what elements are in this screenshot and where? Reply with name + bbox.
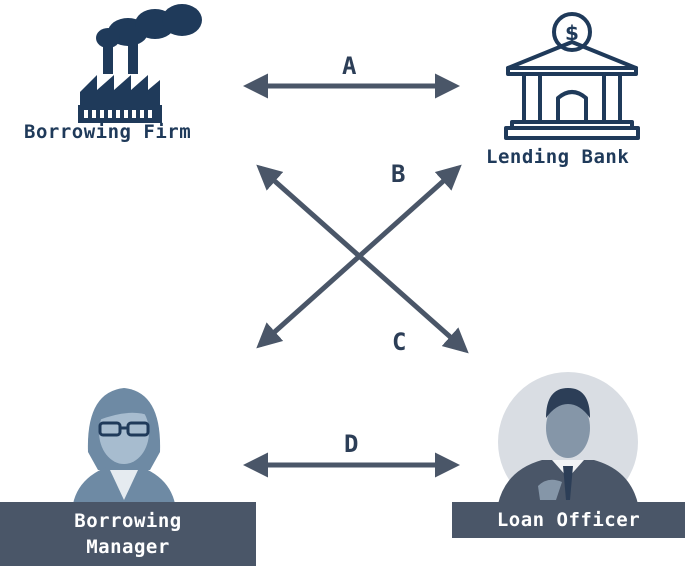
- svg-text:$: $: [565, 21, 579, 45]
- loan-officer-label: Loan Officer: [496, 509, 641, 531]
- loan-officer-banner: Loan Officer: [452, 502, 685, 538]
- edge-label-d: D: [344, 430, 359, 458]
- borrowing-manager-label-line1: Borrowing: [74, 510, 182, 532]
- edge-label-c: C: [392, 328, 407, 356]
- arrow-c: [256, 164, 469, 354]
- borrowing-manager-banner: Borrowing Manager: [0, 502, 256, 566]
- edge-label-b: B: [391, 160, 406, 188]
- lending-bank-label: Lending Bank: [486, 146, 630, 168]
- borrowing-manager-label-line2: Manager: [86, 536, 170, 558]
- edge-label-a: A: [342, 52, 357, 80]
- borrowing-firm-label: Borrowing Firm: [24, 121, 192, 143]
